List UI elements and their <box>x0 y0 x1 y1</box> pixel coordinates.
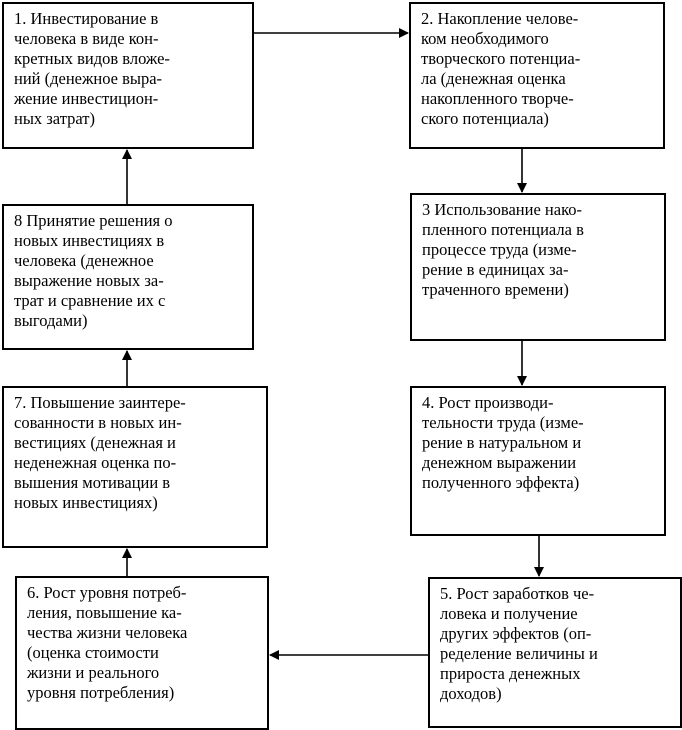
step-1-investment-box: 1. Инвестирование в человека в виде кон-… <box>2 2 254 149</box>
step-7-interest-box: 7. Повышение заинтере- сованности в новы… <box>2 386 268 548</box>
step-4-productivity-box: 4. Рост производи- тельности труда (изме… <box>410 386 666 536</box>
step-8-decision-box: 8 Принятие решения о новых инвестициях в… <box>2 204 254 350</box>
step-5-earnings-box: 5. Рост заработков че- ловека и получени… <box>428 577 682 728</box>
step-6-consumption-box: 6. Рост уровня потреб- ления, повышение … <box>15 576 269 730</box>
step-3-usage-box: 3 Использование нако- пленного потенциал… <box>410 193 666 341</box>
step-2-accumulation-box: 2. Накопление челове- ком необходимого т… <box>409 2 665 149</box>
